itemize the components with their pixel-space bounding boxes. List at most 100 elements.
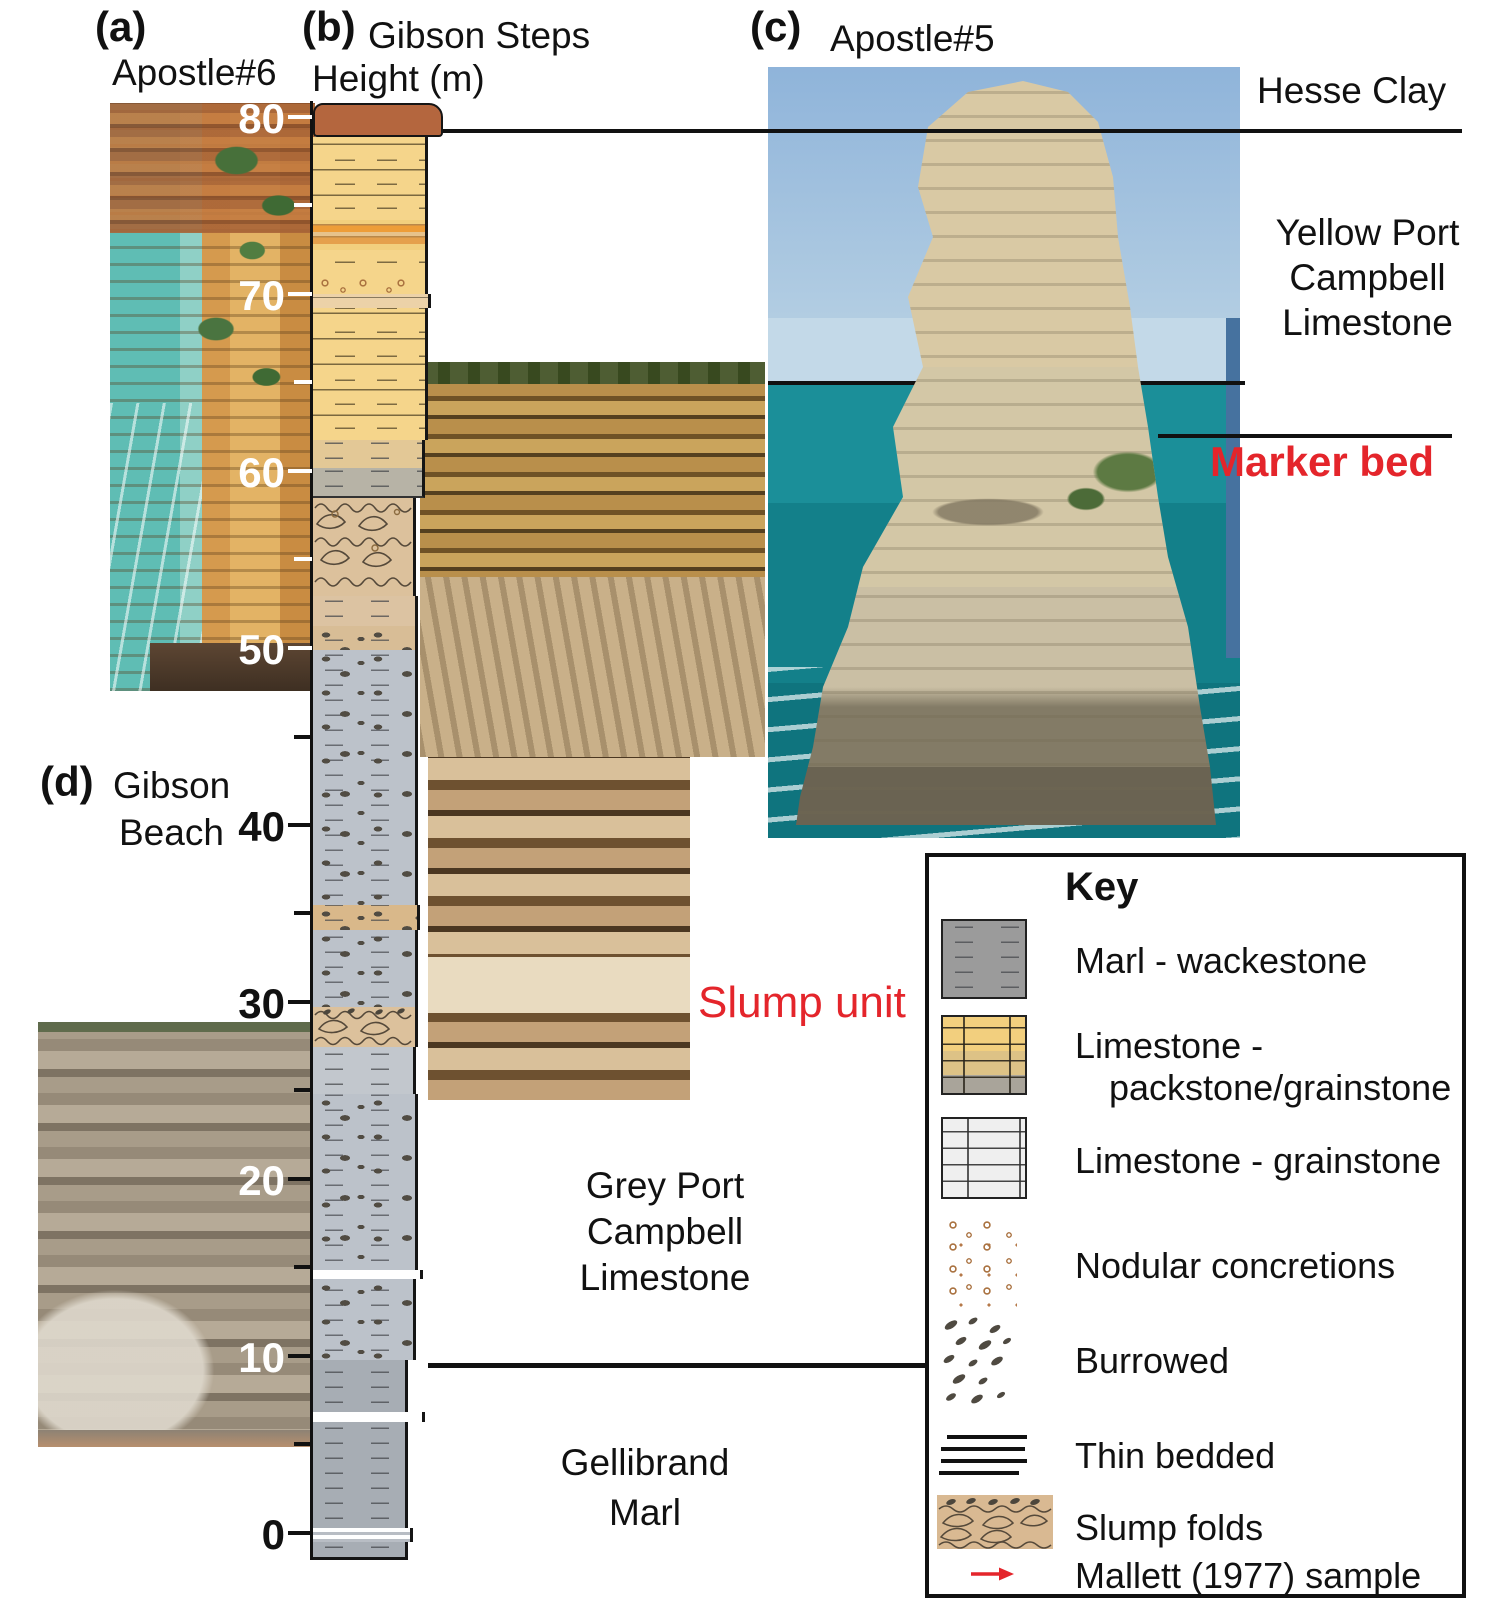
vegetation-strip [420, 362, 765, 384]
label-grey-pcl-line3: Limestone [579, 1257, 751, 1298]
tick-75 [294, 203, 312, 207]
photo-gibson-steps-cliff [420, 362, 765, 757]
unit-yellow-limestone [313, 137, 428, 220]
tick-30 [288, 1000, 312, 1004]
panel-a-title: Apostle#6 [112, 52, 277, 93]
unit-grey-burrowed [313, 1094, 418, 1270]
label-yellow-pcl-line2: Campbell [1289, 257, 1446, 298]
tick-35 [294, 911, 312, 915]
key-label-limestone-packstone-line2: packstone/grainstone [1109, 1067, 1452, 1108]
label-yellow-pcl: Yellow Port Campbell Limestone [1255, 210, 1480, 345]
key-swatch-nodular-concretions [943, 1217, 1017, 1307]
panel-d-title-line1: Gibson [113, 765, 231, 806]
panel-b-tag: (b) [302, 3, 356, 50]
grass-strip [38, 1022, 313, 1032]
unit-tan-burrowed [313, 626, 418, 650]
unit-gellibrand-marl [313, 1542, 408, 1560]
key-box: Key Marl - wackestone Limestone - packst… [925, 853, 1466, 1598]
panel-c-title: Apostle#5 [830, 18, 995, 59]
unit-grey-thin-bedded [313, 1047, 416, 1094]
unit-tan-interbed [313, 294, 431, 308]
scale-label-30: 30 [238, 980, 285, 1027]
panel-a-tag: (a) [95, 3, 147, 50]
unit-gellibrand-marl [313, 1360, 408, 1412]
key-title: Key [1065, 865, 1139, 909]
unit-grey-burrowed [313, 1279, 416, 1360]
scale-label-40: 40 [238, 803, 285, 850]
slump-folds-graphic [314, 1008, 412, 1046]
unit-yellow-limestone [313, 308, 428, 440]
photo-right-band [1226, 318, 1240, 658]
scale-label-80: 80 [238, 95, 285, 142]
unit-hesse-clay [313, 103, 443, 137]
boundary-line-hesse [440, 129, 1462, 133]
slump-folds-graphic [314, 503, 412, 587]
slump-folds-graphic [938, 1498, 1052, 1549]
key-label-nodular-concretions: Nodular concretions [1075, 1245, 1396, 1286]
key-label-limestone-packstone-line1: Limestone - [1075, 1025, 1264, 1066]
tick-20 [288, 1177, 312, 1181]
scale-label-50: 50 [238, 626, 285, 673]
key-label-thin-bedded: Thin bedded [1075, 1435, 1276, 1476]
scale-label-70: 70 [238, 272, 285, 319]
panel-c-tag: (c) [750, 3, 802, 50]
label-marker-bed: Marker bed [1210, 438, 1435, 485]
vegetation-patch [205, 123, 310, 273]
key-thin-bedded-line [941, 1447, 1025, 1451]
unit-white-grey-bands [313, 1528, 413, 1542]
key-label-burrowed: Burrowed [1075, 1340, 1230, 1381]
key-mallett-arrow-icon [969, 1565, 1015, 1588]
tick-70 [288, 292, 312, 296]
light-band [428, 957, 690, 1013]
unit-white-band [313, 1270, 423, 1279]
key-thin-bedded-line [941, 1459, 1027, 1463]
unit-grey-burrowed [313, 650, 418, 905]
tick-80 [288, 115, 312, 119]
key-label-limestone-grainstone: Limestone - grainstone [1075, 1140, 1442, 1181]
unit-slump-folds-upper [313, 498, 416, 596]
tick-0 [288, 1531, 312, 1535]
key-swatch-slump-folds [937, 1495, 1053, 1549]
tick-55 [294, 557, 312, 561]
panel-b-title: Gibson Steps [368, 15, 591, 56]
photo-gibson-beach [38, 1022, 313, 1447]
label-hesse-clay: Hesse Clay [1257, 70, 1447, 111]
label-grey-pcl-line2: Campbell [586, 1211, 744, 1252]
boundary-line-horizon-right [1240, 381, 1245, 385]
vegetation-patch [180, 293, 300, 413]
panel-d-tag: (d) [40, 758, 94, 805]
scale-label-10: 10 [238, 1334, 285, 1381]
tick-10 [288, 1354, 312, 1358]
stack-base-shadow [150, 643, 315, 691]
unit-grey-burrowed [313, 930, 418, 1007]
tick-65 [294, 380, 312, 384]
key-label-marl-wackestone: Marl - wackestone [1075, 940, 1368, 981]
unit-nodular-concretions [313, 274, 428, 294]
photo-apostle5 [768, 67, 1240, 838]
unit-yellow-limestone [313, 250, 428, 274]
tick-40 [288, 823, 312, 827]
tick-15 [294, 1265, 312, 1269]
unit-transition [313, 440, 425, 468]
tick-25 [294, 1088, 312, 1092]
key-thin-bedded-line [939, 1471, 1019, 1475]
talus-lower [420, 577, 765, 757]
scale-label-60: 60 [238, 449, 285, 496]
label-gellibrand-line2: Marl [609, 1492, 681, 1533]
beach-strip [38, 1430, 313, 1447]
label-yellow-pcl-line1: Yellow Port [1275, 212, 1460, 253]
tick-50 [288, 646, 312, 650]
scale-label-20: 20 [238, 1157, 285, 1204]
key-swatch-limestone-packstone [941, 1015, 1027, 1095]
unit-gellibrand-marl [313, 1422, 408, 1528]
boundary-line-gellibrand [428, 1363, 928, 1368]
key-label-mallett-sample: Mallett (1977) sample [1075, 1555, 1422, 1596]
unit-tan-thin-bedded [313, 596, 418, 626]
unit-slump-folds-lower [313, 1007, 418, 1047]
unit-tan-burrowed-band [313, 905, 420, 930]
unit-orange-bands [313, 220, 428, 250]
unit-grey-band [313, 468, 425, 498]
burrowed-graphic [943, 1317, 1012, 1404]
tick-60 [288, 469, 312, 473]
